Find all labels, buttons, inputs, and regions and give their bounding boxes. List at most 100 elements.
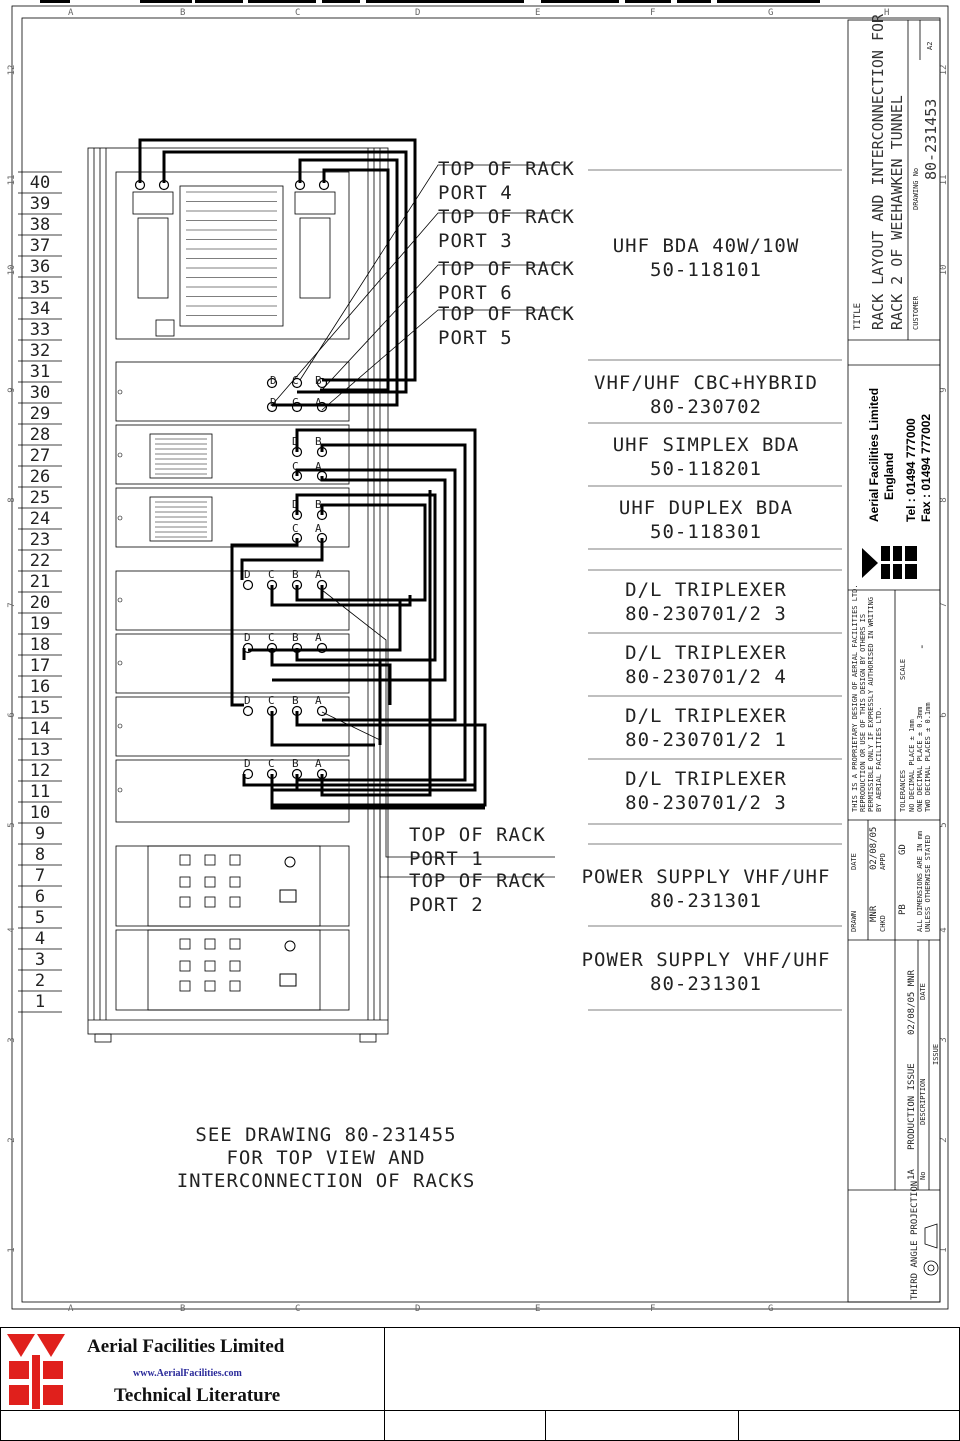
unit-number: 36 [30,257,50,277]
rf-connector [266,377,278,389]
equipment-part: 80-231301 [650,890,762,912]
footer-cell [384,1410,546,1441]
grid-number: 7 [939,602,949,607]
grid-letter: B [180,1304,185,1314]
port-letter: D [244,757,251,770]
unit-number: 14 [30,719,50,739]
grid-letter: A [68,8,74,18]
unit-number: 34 [30,299,50,319]
issue-desc-label: DESCRIPTION [919,1079,927,1125]
grid-number: 8 [939,497,949,502]
port-letter: B [315,435,322,448]
chkd-value: PB [898,904,908,915]
port-letter: C [292,374,299,387]
unit-number: 39 [30,194,50,214]
ps-socket [179,980,191,992]
ps-socket [229,854,241,866]
equipment-name: VHF/UHF CBC+HYBRID [594,372,818,394]
grid-number: 2 [939,1137,949,1142]
equipment-name: POWER SUPPLY VHF/UHF [582,866,831,888]
equipment-name: POWER SUPPLY VHF/UHF [582,949,831,971]
projection-label: THIRD ANGLE PROJECTION [910,1181,920,1300]
issue-no-label: No [919,1172,927,1180]
unit-number: 31 [30,362,50,382]
appd-label: APPD [879,853,887,870]
port-callouts: TOP OF RACK PORT 4 TOP OF RACK PORT 3 TO… [409,158,575,916]
grid-letter: D [415,8,420,18]
port-letter: D [292,435,299,448]
port-letter: B [292,568,299,581]
port-letter: A [315,757,322,770]
tolerance-line: NO DECIMAL PLACE ± 1mm [908,719,916,812]
top-strip [40,0,820,3]
ps-socket [229,896,241,908]
ps-socket [179,876,191,888]
rf-connector [242,579,254,591]
port-letter: A [315,694,322,707]
appd-value: GD [898,844,908,855]
port-letter: C [292,522,299,535]
ps-socket [204,980,216,992]
grid-letter: B [180,8,185,18]
callout-port3-line1: TOP OF RACK [438,206,575,228]
unit-number: 4 [35,929,45,949]
port-letter: B [292,694,299,707]
grid-letter: D [415,1304,420,1314]
unit-number: 7 [35,866,45,886]
grid-number: 8 [7,497,17,502]
company-logo-icon [7,1334,65,1409]
footer-cell [0,1410,385,1441]
issue-desc: PRODUCTION ISSUE [907,1063,917,1150]
ps-socket [204,896,216,908]
ps-socket [179,854,191,866]
grid-number: 9 [7,387,17,392]
proprietary-line: REPRODUCTION OR USE OF THIS DESIGN BY OT… [859,614,867,812]
grid-letter: G [768,8,773,18]
drawn-label: DRAWN [850,911,858,932]
unit-number: 15 [30,698,50,718]
unit-number: 21 [30,572,50,592]
grid-letter: G [768,1304,773,1314]
tolerance-line: TWO DECIMAL PLACES ± 0.1mm [924,702,932,812]
callout-port2-line1: TOP OF RACK [409,870,546,892]
equipment-part: 80-230701/2 1 [625,729,787,751]
issue-label: ISSUE [932,1044,940,1065]
equipment-name: D/L TRIPLEXER [625,579,787,601]
port-letter: D [270,396,277,409]
ps-switch [284,856,296,868]
rf-connector [242,705,254,717]
interconnect-cables [138,138,487,810]
callout-port2-line2: PORT 2 [409,894,484,916]
unit-number: 8 [35,845,45,865]
grid-number: 3 [939,1037,949,1042]
uhf-simplex-bda-module [115,424,350,485]
projection-symbol-icon [923,1223,939,1276]
port-letter: B [292,757,299,770]
grid-letter: E [535,8,540,18]
drawing-no-label: DRAWING No [912,168,920,210]
callout-port3-line2: PORT 3 [438,230,513,252]
ps-socket [204,854,216,866]
equipment-part: 50-118301 [650,521,762,543]
unit-number: 9 [35,824,45,844]
grid-number: 12 [7,65,17,76]
grid-number: 5 [7,822,17,827]
unit-number: 5 [35,908,45,928]
unit-number: 19 [30,614,50,634]
footer-subtitle: Technical Literature [114,1385,281,1406]
sheet-size: A2 [926,42,934,50]
ps-inlet [279,973,297,987]
leader-lines [271,164,565,878]
equipment-name: UHF BDA 40W/10W [613,235,800,257]
footer-logo-cell: Aerial Facilities Limited www.AerialFaci… [0,1327,385,1411]
grid-letters-top: A B C D E F G H [68,8,889,18]
ps-socket [179,896,191,908]
ps-socket [229,876,241,888]
port-letter: C [292,460,299,473]
grid-number: 4 [7,927,17,932]
title-line1: RACK LAYOUT AND INTERCONNECTION FOR [869,13,887,330]
ps-socket [229,938,241,950]
footer-website[interactable]: www.AerialFacilities.com [133,1368,242,1379]
unit-number: 13 [30,740,50,760]
